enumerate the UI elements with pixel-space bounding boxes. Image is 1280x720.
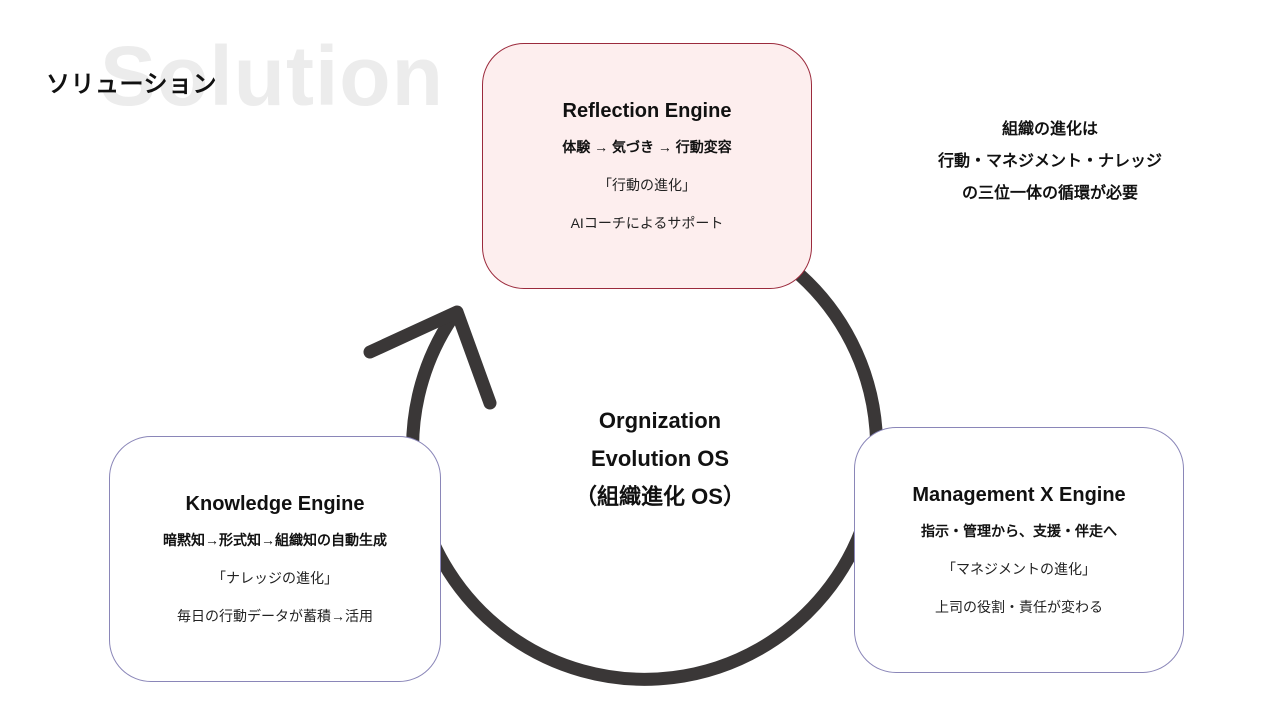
knowledge-engine-theme: 「ナレッジの進化」 <box>212 569 338 586</box>
reflection-engine-card: Reflection Engine 体験 → 気づき → 行動変容 「行動の進化… <box>482 43 812 289</box>
reflection-engine-theme: 「行動の進化」 <box>598 176 696 193</box>
management-engine-theme: 「マネジメントの進化」 <box>942 560 1096 577</box>
side-note: 組織の進化は 行動・マネジメント・ナレッジ の三位一体の循環が必要 <box>910 114 1190 210</box>
knowledge-engine-title: Knowledge Engine <box>185 492 365 515</box>
side-note-line1: 組織の進化は <box>1001 121 1098 138</box>
center-label: Orgnization Evolution OS （組織進化 OS） <box>520 402 800 516</box>
management-engine-flow: 指示・管理から、支援・伴走へ <box>921 522 1117 539</box>
management-engine-desc: 上司の役割・責任が変わる <box>935 598 1103 615</box>
knowledge-engine-desc: 毎日の行動データが蓄積→活用 <box>177 607 373 624</box>
center-label-line1: Orgnization <box>598 408 722 433</box>
side-note-line3: の三位一体の循環が必要 <box>961 185 1138 202</box>
center-label-line2: Evolution OS <box>590 446 730 471</box>
management-engine-card: Management X Engine 指示・管理から、支援・伴走へ 「マネジメ… <box>854 427 1184 673</box>
side-note-line2: 行動・マネジメント・ナレッジ <box>937 153 1162 170</box>
cycle-arrowhead-icon <box>363 305 497 410</box>
watermark-text: Solution <box>100 29 444 123</box>
reflection-engine-title: Reflection Engine <box>562 99 732 122</box>
management-engine-title: Management X Engine <box>912 483 1126 506</box>
center-label-line3: （組織進化 OS） <box>575 484 745 509</box>
knowledge-engine-card: Knowledge Engine 暗黙知→形式知→組織知の自動生成 「ナレッジの… <box>109 436 441 682</box>
knowledge-engine-flow: 暗黙知→形式知→組織知の自動生成 <box>163 531 387 548</box>
reflection-engine-flow: 体験 → 気づき → 行動変容 <box>562 138 732 155</box>
reflection-engine-desc: AIコーチによるサポート <box>570 214 724 231</box>
page-title: ソリューション <box>46 71 218 98</box>
